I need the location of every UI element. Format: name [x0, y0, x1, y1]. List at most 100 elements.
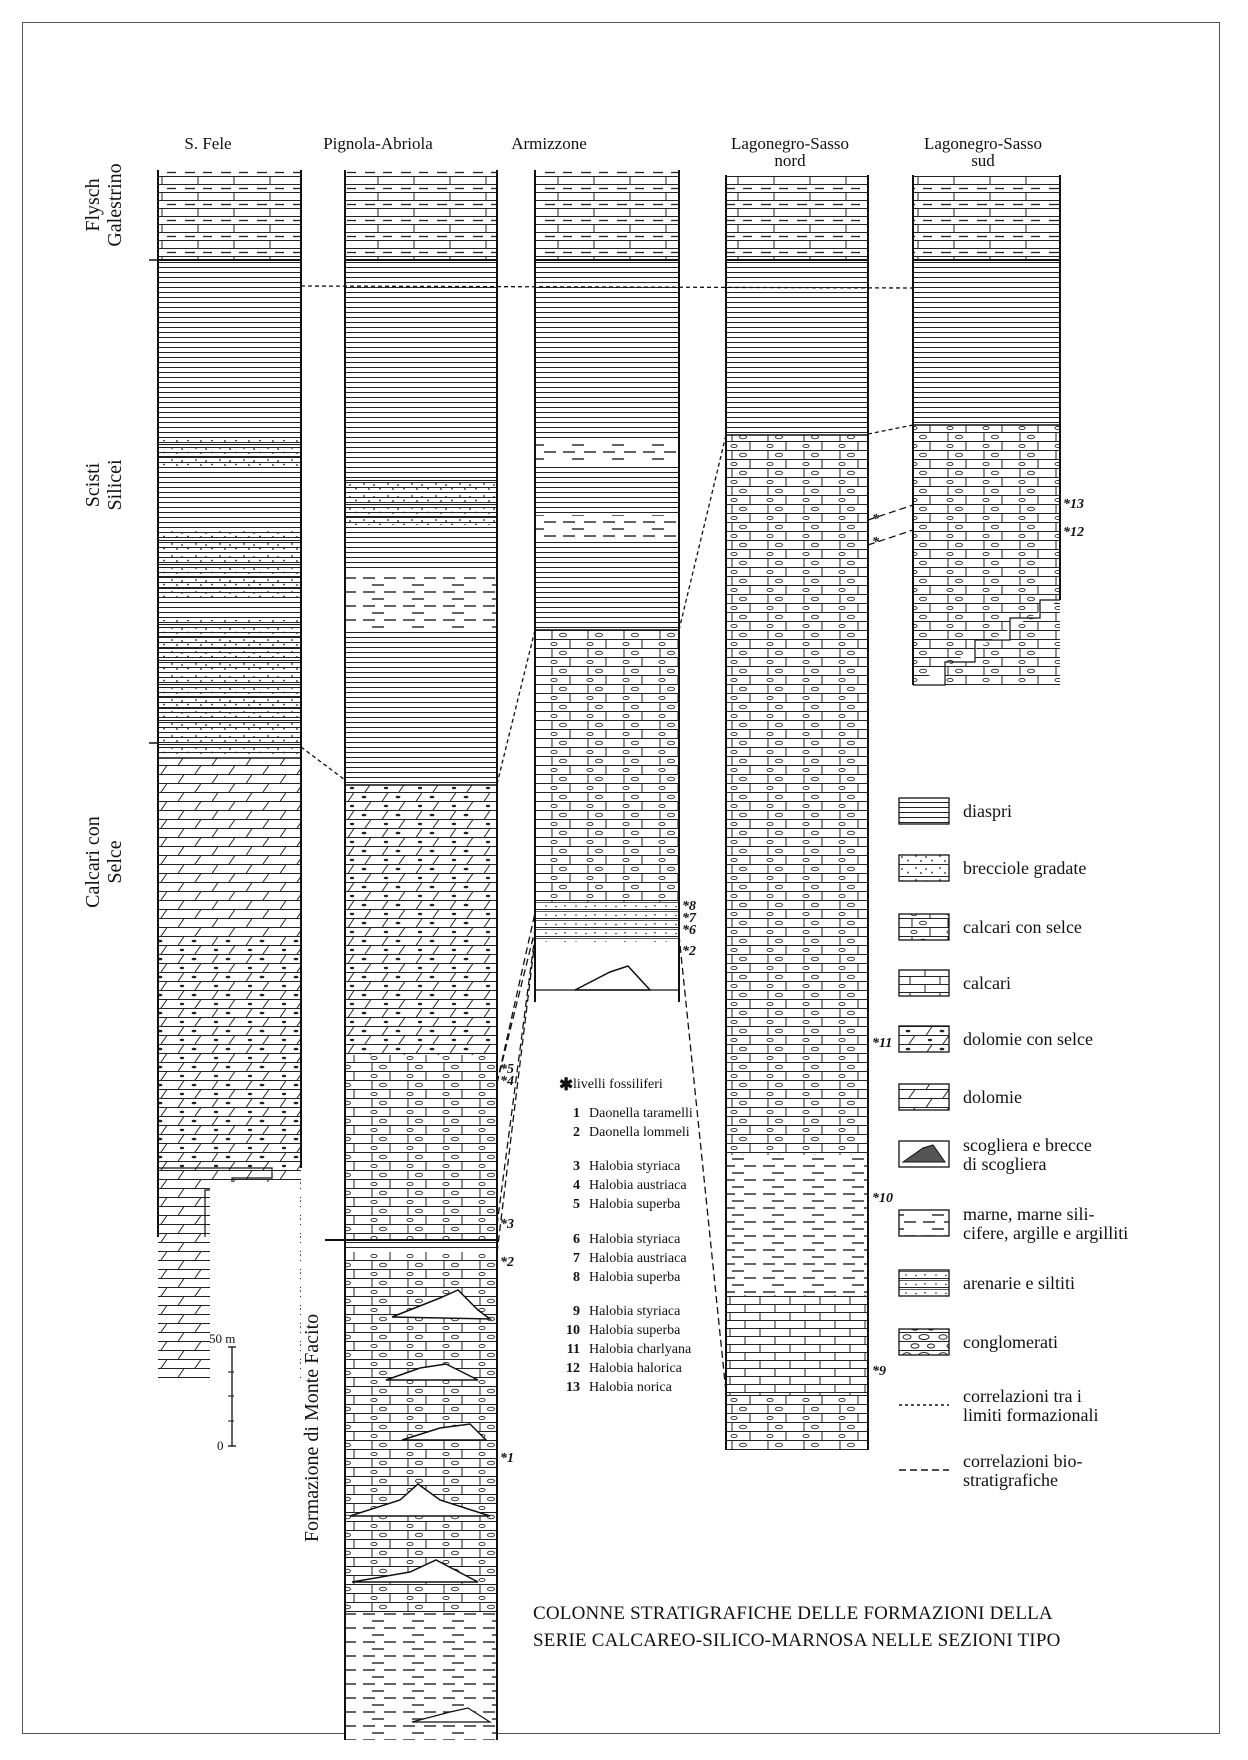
formational-correlation-nord-sud — [867, 424, 914, 435]
fossil-marker-5: *5 — [500, 1062, 514, 1077]
fossil-name: Halobia superba — [589, 1323, 681, 1338]
legend-swatch — [898, 1025, 950, 1053]
fossil-list: livelli fossiliferi ✱ — [559, 1075, 663, 1094]
column-header-lagonegro-sud: Lagonegro-Sasso — [924, 134, 1042, 153]
legend-label: diaspri — [963, 801, 1012, 821]
legend-label: scogliera e brecce — [963, 1135, 1092, 1155]
column-pignola-abriola — [325, 170, 498, 1740]
legend-swatch — [898, 913, 950, 941]
bio-correlation-6 — [867, 504, 914, 521]
fossil-marker-9: *9 — [872, 1364, 886, 1379]
column-headers: S. Fele Pignola-Abriola Armizzone Lagone… — [184, 134, 1042, 170]
legend-item-arenarie: arenarie e siltiti — [898, 1269, 1075, 1297]
legend-item-diaspri: diaspri — [898, 797, 1012, 825]
fossil-name: Halobia superba — [589, 1270, 681, 1285]
formational-correlation-sfele-pignola — [300, 746, 346, 781]
column-lagonegro-nord — [725, 175, 869, 1450]
fossil-number: 10 — [566, 1323, 580, 1338]
bio-correlation-1 — [496, 912, 536, 1084]
formation-labels: Flysch Galestrino Scisti Silicei Calcari… — [82, 163, 323, 1542]
formation-label-flysch: Flysch — [82, 178, 104, 231]
bio-correlation-5 — [678, 934, 727, 1393]
legend-label: calcari — [963, 973, 1011, 993]
formation-label-monte-facito: Formazione di Monte Facito — [301, 1314, 323, 1542]
legend-swatch — [898, 969, 950, 997]
column-header-pignola-abriola: Pignola-Abriola — [323, 134, 433, 153]
legend-item-corr-bio: correlazioni bio-stratigrafiche — [899, 1451, 1082, 1490]
legend-label: marne, marne sili- — [963, 1204, 1094, 1224]
legend-label-line2: cifere, argille e argilliti — [963, 1223, 1128, 1243]
legend-swatch — [898, 1328, 950, 1356]
column-s-fele — [149, 170, 302, 1382]
fossil-name: Halobia charlyana — [589, 1342, 692, 1357]
fossil-name: Daonella lommeli — [589, 1125, 690, 1140]
fossil-marker-11: *11 — [872, 1036, 892, 1051]
figure-frame — [22, 22, 1220, 1734]
fossil-number: 7 — [573, 1251, 580, 1266]
legend-swatch — [898, 854, 950, 882]
fossil-number: 3 — [573, 1159, 580, 1174]
fossil-marker-7: *7 — [682, 911, 697, 926]
fossil-name: Daonella taramelli — [589, 1106, 693, 1121]
column-lagonegro-sud — [912, 175, 1072, 690]
legend-label: dolomie con selce — [963, 1029, 1093, 1049]
fossil-marker-8: *8 — [682, 899, 696, 914]
legend-label: brecciole gradate — [963, 858, 1086, 878]
legend-swatch — [898, 1209, 950, 1237]
legend-swatch — [898, 1269, 950, 1297]
bio-correlation-4 — [496, 939, 536, 1254]
fossil-name: Halobia halorica — [589, 1361, 683, 1376]
formation-label-calcari: Calcari con — [82, 816, 104, 908]
fossil-name: Halobia styriaca — [589, 1159, 681, 1174]
fossil-number: 6 — [573, 1232, 580, 1247]
fossil-number: 1 — [573, 1106, 580, 1121]
legend-label-line2: limiti formazionali — [963, 1405, 1098, 1425]
correlation-lines — [300, 285, 914, 1393]
caption-line-2: SERIE CALCAREO-SILICO-MARNOSA NELLE SEZI… — [533, 1630, 1061, 1651]
legend-item-calcari: calcari — [898, 969, 1011, 997]
column-header-lagonegro-sud-sub: sud — [971, 151, 995, 170]
fossil-name: Halobia norica — [589, 1380, 673, 1395]
formation-label-galestrino: Galestrino — [104, 163, 126, 246]
fossil-marker-1: *1 — [500, 1451, 514, 1466]
legend-label: correlazioni tra i — [963, 1386, 1082, 1406]
formation-label-silicei: Silicei — [104, 459, 126, 511]
legend-label-line2: di scogliera — [963, 1154, 1046, 1174]
scale-bar: 50 m 0 — [209, 1331, 236, 1453]
legend-item-brecciole: brecciole gradate — [898, 854, 1086, 882]
formational-correlation-pignola-armizzone — [496, 629, 536, 785]
legend-label: calcari con selce — [963, 917, 1082, 937]
column-header-lagonegro-nord-sub: nord — [774, 151, 806, 170]
fossil-marker-a: * — [872, 512, 880, 527]
column-header-lagonegro-nord: Lagonegro-Sasso — [731, 134, 849, 153]
bio-correlation-3 — [496, 934, 536, 1226]
fossil-marker-2b: *2 — [682, 944, 696, 959]
formation-label-scisti: Scisti — [82, 462, 104, 507]
fossil-marker-6: *6 — [682, 923, 696, 938]
fossil-number: 8 — [573, 1270, 580, 1285]
scale-zero: 0 — [217, 1438, 224, 1453]
legend-item-conglomerati: conglomerati — [898, 1328, 1058, 1356]
formational-correlation-armizzone-nord — [678, 434, 727, 631]
legend-swatch — [898, 1083, 950, 1111]
column-armizzone — [534, 170, 680, 1002]
fossil-name: Halobia styriaca — [589, 1304, 681, 1319]
bio-correlation-2 — [496, 929, 536, 1084]
fossil-list-header: livelli fossiliferi — [573, 1077, 663, 1092]
fossil-list-star: ✱ — [559, 1075, 573, 1094]
fossil-name: Halobia styriaca — [589, 1232, 681, 1247]
legend-swatch — [898, 797, 950, 825]
legend-label: dolomie — [963, 1087, 1022, 1107]
scale-label: 50 m — [209, 1331, 235, 1346]
column-header-s-fele: S. Fele — [184, 134, 231, 153]
legend-item-calcari-selce: calcari con selce — [898, 913, 1082, 941]
bio-correlation-7 — [867, 529, 914, 546]
legend-item-marne: marne, marne sili-cifere, argille e argi… — [898, 1204, 1128, 1243]
fossil-marker-2: *2 — [500, 1255, 514, 1270]
fossil-marker-10: *10 — [872, 1191, 893, 1206]
fossil-marker-4: *4 — [500, 1074, 514, 1089]
legend: diaspri brecciole gradate calcari con selc… — [898, 797, 1128, 1490]
